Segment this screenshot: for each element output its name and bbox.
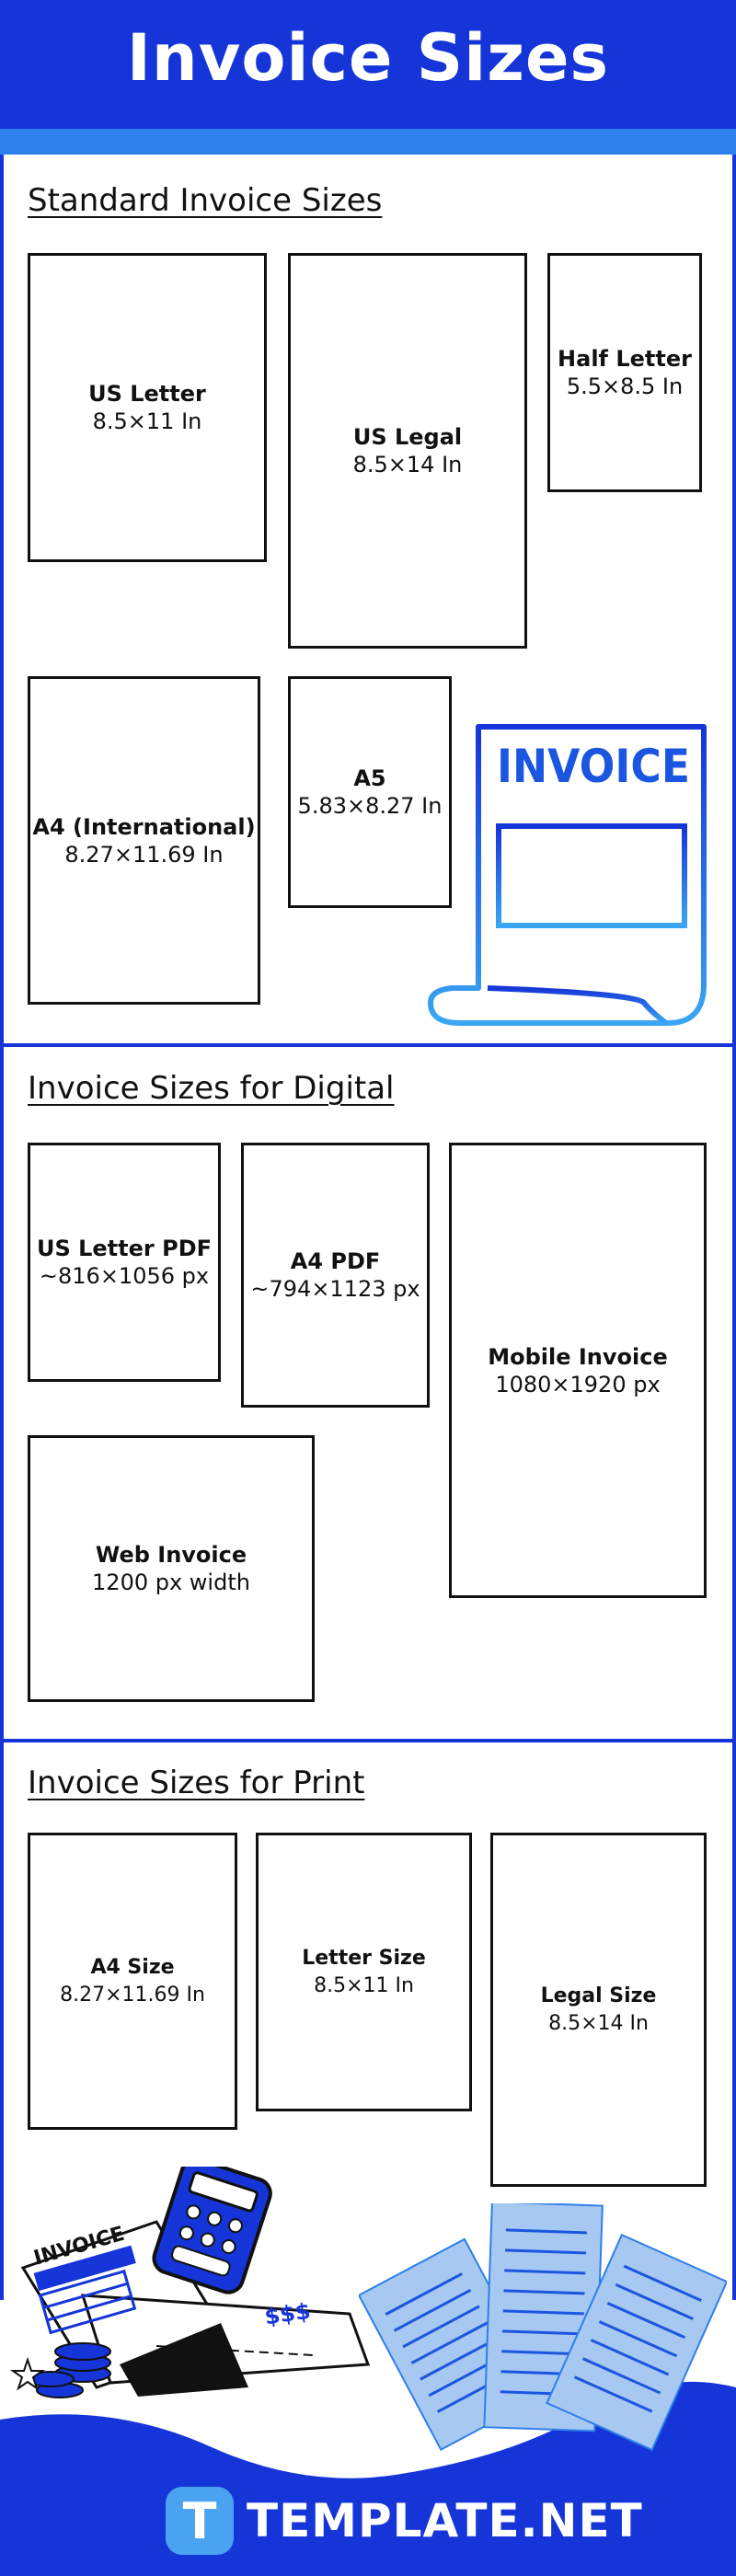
size-card-name: A4 PDF: [290, 1248, 381, 1274]
size-card-name: A5: [353, 765, 386, 791]
size-card-a4-pdf: A4 PDF ~794×1123 px: [241, 1143, 430, 1408]
size-card-legal-size: Legal Size 8.5×14 In: [490, 1833, 707, 2187]
digital-section-title: Invoice Sizes for Digital: [28, 1070, 395, 1107]
receipt-right: [546, 2233, 727, 2452]
size-card-name: US Letter: [88, 381, 206, 407]
invoice-calculator-illustration: INVOICE $$$: [9, 2167, 371, 2398]
size-card-size: 8.5×11 In: [92, 408, 202, 434]
print-section-frame: [0, 1742, 736, 2300]
size-card-name: US Letter PDF: [36, 1236, 213, 1261]
page-header: Invoice Sizes: [0, 0, 736, 129]
logo-text: TEMPLATE.NET: [247, 2494, 643, 2547]
size-card-size: 5.83×8.27 In: [297, 793, 443, 819]
invoice-illustration-label: INVOICE: [497, 740, 690, 793]
size-card-a5: A5 5.83×8.27 In: [288, 676, 452, 908]
size-card-size: 8.27×11.69 In: [64, 841, 224, 868]
digital-section-frame: [0, 1047, 736, 1741]
section-divider: [0, 1739, 736, 1742]
size-card-name: Letter Size: [302, 1946, 426, 1970]
size-card-size: 5.5×8.5 In: [566, 374, 684, 399]
template-net-logo[interactable]: T TEMPLATE.NET: [166, 2484, 643, 2558]
standard-section-frame: [0, 155, 736, 1045]
size-card-letter-size: Letter Size 8.5×11 In: [256, 1833, 472, 2111]
invoice-document-illustration: INVOICE: [428, 724, 707, 1026]
size-card-a4-international: A4 (International) 8.27×11.69 In: [28, 676, 260, 1005]
size-card-size: 8.5×14 In: [352, 452, 463, 477]
size-card-size: 8.27×11.69 In: [60, 1983, 205, 2007]
size-card-us-letter: US Letter 8.5×11 In: [28, 253, 267, 562]
size-card-half-letter: Half Letter 5.5×8.5 In: [547, 253, 702, 492]
size-card-name: US Legal: [352, 424, 463, 450]
size-card-a4-size: A4 Size 8.27×11.69 In: [28, 1833, 237, 2130]
size-card-name: Legal Size: [540, 1984, 657, 2007]
size-card-name: A4 Size: [90, 1955, 175, 1979]
size-card-size: ~816×1056 px: [39, 1263, 210, 1289]
size-card-us-legal: US Legal 8.5×14 In: [288, 253, 527, 649]
size-card-size: 1080×1920 px: [495, 1371, 661, 1397]
section-divider: [0, 1043, 736, 1047]
print-section-title: Invoice Sizes for Print: [28, 1765, 365, 1801]
size-card-name: Mobile Invoice: [488, 1343, 668, 1370]
size-card-size: ~794×1123 px: [250, 1276, 420, 1302]
currency-label: $$$: [263, 2298, 313, 2330]
logo-mark-icon: T: [166, 2487, 234, 2555]
page-title: Invoice Sizes: [126, 20, 610, 96]
size-card-size: 1200 px width: [92, 1570, 250, 1595]
size-card-size: 8.5×14 In: [548, 2011, 649, 2035]
size-card-name: Web Invoice: [95, 1542, 247, 1568]
size-card-name: Half Letter: [558, 346, 692, 372]
size-card-us-letter-pdf: US Letter PDF ~816×1056 px: [28, 1143, 221, 1382]
size-card-mobile-invoice: Mobile Invoice 1080×1920 px: [449, 1143, 707, 1598]
size-card-size: 8.5×11 In: [314, 1973, 414, 1997]
standard-section-title: Standard Invoice Sizes: [28, 182, 383, 219]
header-strip: [0, 129, 736, 155]
size-card-web-invoice: Web Invoice 1200 px width: [28, 1435, 315, 1702]
receipts-illustration: [359, 2203, 727, 2452]
size-card-name: A4 (International): [32, 813, 256, 840]
